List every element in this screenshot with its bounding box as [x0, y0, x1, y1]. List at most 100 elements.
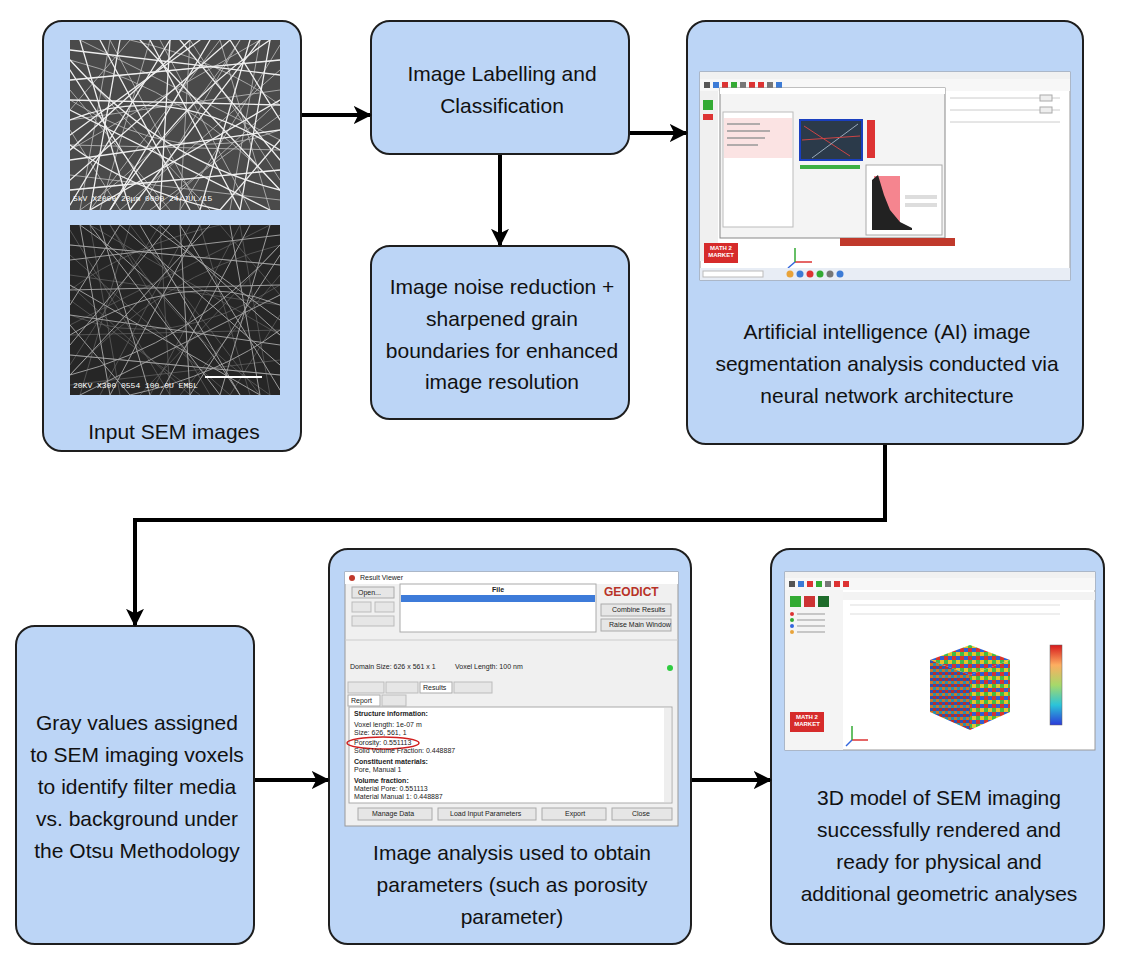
node-text-area: Image Labelling and Classification [382, 30, 622, 149]
illustration-rect [785, 590, 843, 750]
illustration-rect [800, 120, 862, 160]
node-text-area: Gray values assigned to SEM imaging voxe… [25, 635, 249, 939]
node-text: Image Labelling and Classification [382, 58, 622, 122]
illustration-circle [797, 271, 804, 278]
screenshot-text: 5kV X2000 20μm 0000 24/JUL/15 [73, 194, 212, 203]
illustration-rect [382, 695, 406, 706]
illustration-rect [386, 682, 418, 693]
illustration-rect [349, 707, 672, 803]
illustration-rect [723, 112, 793, 227]
illustration-rect [375, 602, 394, 612]
illustration-rect [401, 595, 595, 602]
illustration-rect [807, 581, 813, 587]
illustration-rect [703, 271, 763, 277]
illustration-line [804, 126, 850, 156]
illustration-rect [601, 604, 671, 616]
illustration-circle [667, 665, 673, 671]
illustration-line [850, 605, 1060, 606]
result-viewer-screenshot [345, 572, 678, 826]
illustration-rect [825, 581, 831, 587]
screenshot-text: Report [351, 697, 372, 705]
screenshot-text: MATH 2 MARKET [790, 714, 824, 728]
screenshot-text: Close [632, 810, 650, 818]
illustration-circle [790, 624, 794, 628]
screenshot-text: Raise Main Window [609, 621, 671, 629]
illustration-line [795, 261, 812, 263]
screenshot-text: Export [565, 810, 585, 818]
illustration-rect [816, 581, 822, 587]
illustration-rect [438, 808, 536, 820]
flow-arrow [692, 778, 770, 782]
illustration-rect [704, 82, 710, 88]
screenshot-text: Combine Results [612, 606, 665, 614]
illustration-rect [818, 596, 829, 607]
illustration-rect [758, 82, 764, 88]
illustration-rect [767, 82, 773, 88]
illustration-rect [703, 100, 713, 110]
illustration-line [850, 614, 1060, 615]
illustration-rect [790, 596, 801, 607]
illustration-rect [785, 572, 1095, 578]
illustration-circle [827, 271, 834, 278]
illustration-line [345, 640, 678, 641]
segmentation-screenshot [700, 72, 1070, 280]
screenshot-text: Load Input Parameters [450, 810, 521, 818]
illustration-line [727, 123, 760, 125]
illustration-line [205, 376, 262, 378]
illustration-rect [358, 808, 432, 820]
illustration-rect [352, 616, 394, 626]
illustration-rect [800, 165, 860, 169]
illustration-rect [704, 243, 738, 263]
screenshot-text: Voxel Length: 100 nm [455, 663, 523, 671]
screenshot-text: Pore, Manual 1 [354, 766, 401, 774]
illustration-rect [664, 708, 671, 802]
process-box: Gray values assigned to SEM imaging voxe… [15, 625, 255, 945]
sem-image-top [70, 40, 280, 210]
illustration-rect [352, 587, 394, 598]
illustration-use [70, 40, 280, 210]
illustration-circle [837, 271, 844, 278]
illustration-polygon [872, 175, 912, 230]
illustration-rect [420, 682, 452, 693]
illustration-line [727, 130, 770, 132]
illustration-rect [776, 82, 782, 88]
illustration-rect [400, 584, 596, 632]
process-box: Image Labelling and Classification [370, 20, 630, 155]
illustration-use [70, 225, 280, 395]
illustration-rect [345, 572, 678, 826]
node-text: 3D model of SEM imaging successfully ren… [794, 782, 1084, 910]
illustration-circle [790, 630, 794, 634]
illustration-rect [724, 118, 792, 158]
flow-arrow [630, 131, 686, 135]
screenshot-text: Material Manual 1: 0.448887 [354, 793, 443, 801]
node-text-area: 3D model of SEM imaging successfully ren… [794, 756, 1084, 936]
illustration-rect [70, 40, 280, 210]
illustration-rect [798, 581, 804, 587]
illustration-line [802, 136, 860, 140]
screenshot-text: Solid Volume Fraction: 0.448887 [354, 747, 455, 755]
illustration-rect [722, 82, 728, 88]
screenshot-text: MATH 2 MARKET [704, 245, 738, 259]
illustration-line [788, 262, 795, 268]
node-text-area: Input SEM images [44, 410, 304, 454]
process-box: Image noise reduction + sharpened grain … [370, 245, 630, 420]
illustration-rect [612, 808, 672, 820]
illustration-polygon [970, 660, 1010, 730]
illustration-polygon [930, 660, 970, 730]
illustration-line [797, 626, 825, 627]
illustration-circle [807, 271, 814, 278]
illustration-line [727, 144, 758, 146]
illustration-rect [348, 695, 380, 706]
illustration-rect [834, 581, 840, 587]
illustration-rect [1040, 95, 1052, 101]
screenshot-text: 20KV X300 0554 100.0U EMSL [73, 381, 198, 390]
sem-image-bottom [70, 225, 280, 395]
illustration-rect [749, 82, 755, 88]
illustration-line [794, 248, 796, 262]
illustration-rect [700, 72, 1070, 280]
illustration-rect [790, 712, 824, 732]
illustration-rect [703, 114, 713, 120]
screenshot-text: Manage Data [372, 810, 414, 818]
